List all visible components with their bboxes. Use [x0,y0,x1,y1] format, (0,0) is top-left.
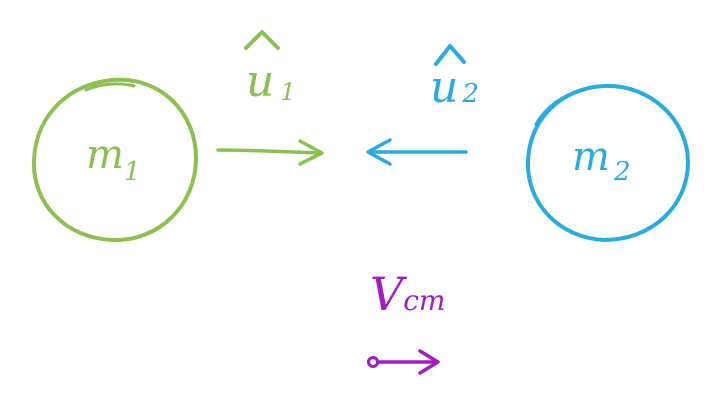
unit-vector-2-hat [434,44,466,66]
unit-vector-1-hat [244,30,280,50]
vcm-origin-dot [367,356,379,368]
mass-2-subscript: 2 [613,157,631,187]
mass-1-arrow [216,139,324,166]
mass-1-circle-overstroke [84,82,136,92]
mass-2-circle-overstroke [534,88,586,126]
mass-2-arrow [366,138,468,166]
vcm-label: Vcm [370,267,445,321]
mass-1-symbol: m [86,132,124,178]
unit-vector-1-subscript: 1 [280,78,295,106]
mass-2-arrow-head [366,138,392,166]
mass-1-label: m1 [86,132,140,187]
mass-2-symbol: m [572,134,610,180]
vcm-subscript: cm [403,284,445,317]
mass-1-group: m1 [31,77,199,243]
mass-1-arrow-head [298,139,324,166]
unit-vector-1-symbol: u [246,56,274,107]
mass-1-circle [31,77,199,243]
mass-1-subscript: 1 [124,157,141,187]
unit-vector-2-symbol: u [430,62,458,113]
mass-1-arrow-shaft [216,148,322,155]
unit-vector-2-subscript: 2 [461,79,479,109]
vcm-arrow-head [418,349,440,375]
vcm-group: Vcm [367,267,445,375]
mass-2-circle [525,83,691,243]
vcm-symbol: V [370,267,408,321]
